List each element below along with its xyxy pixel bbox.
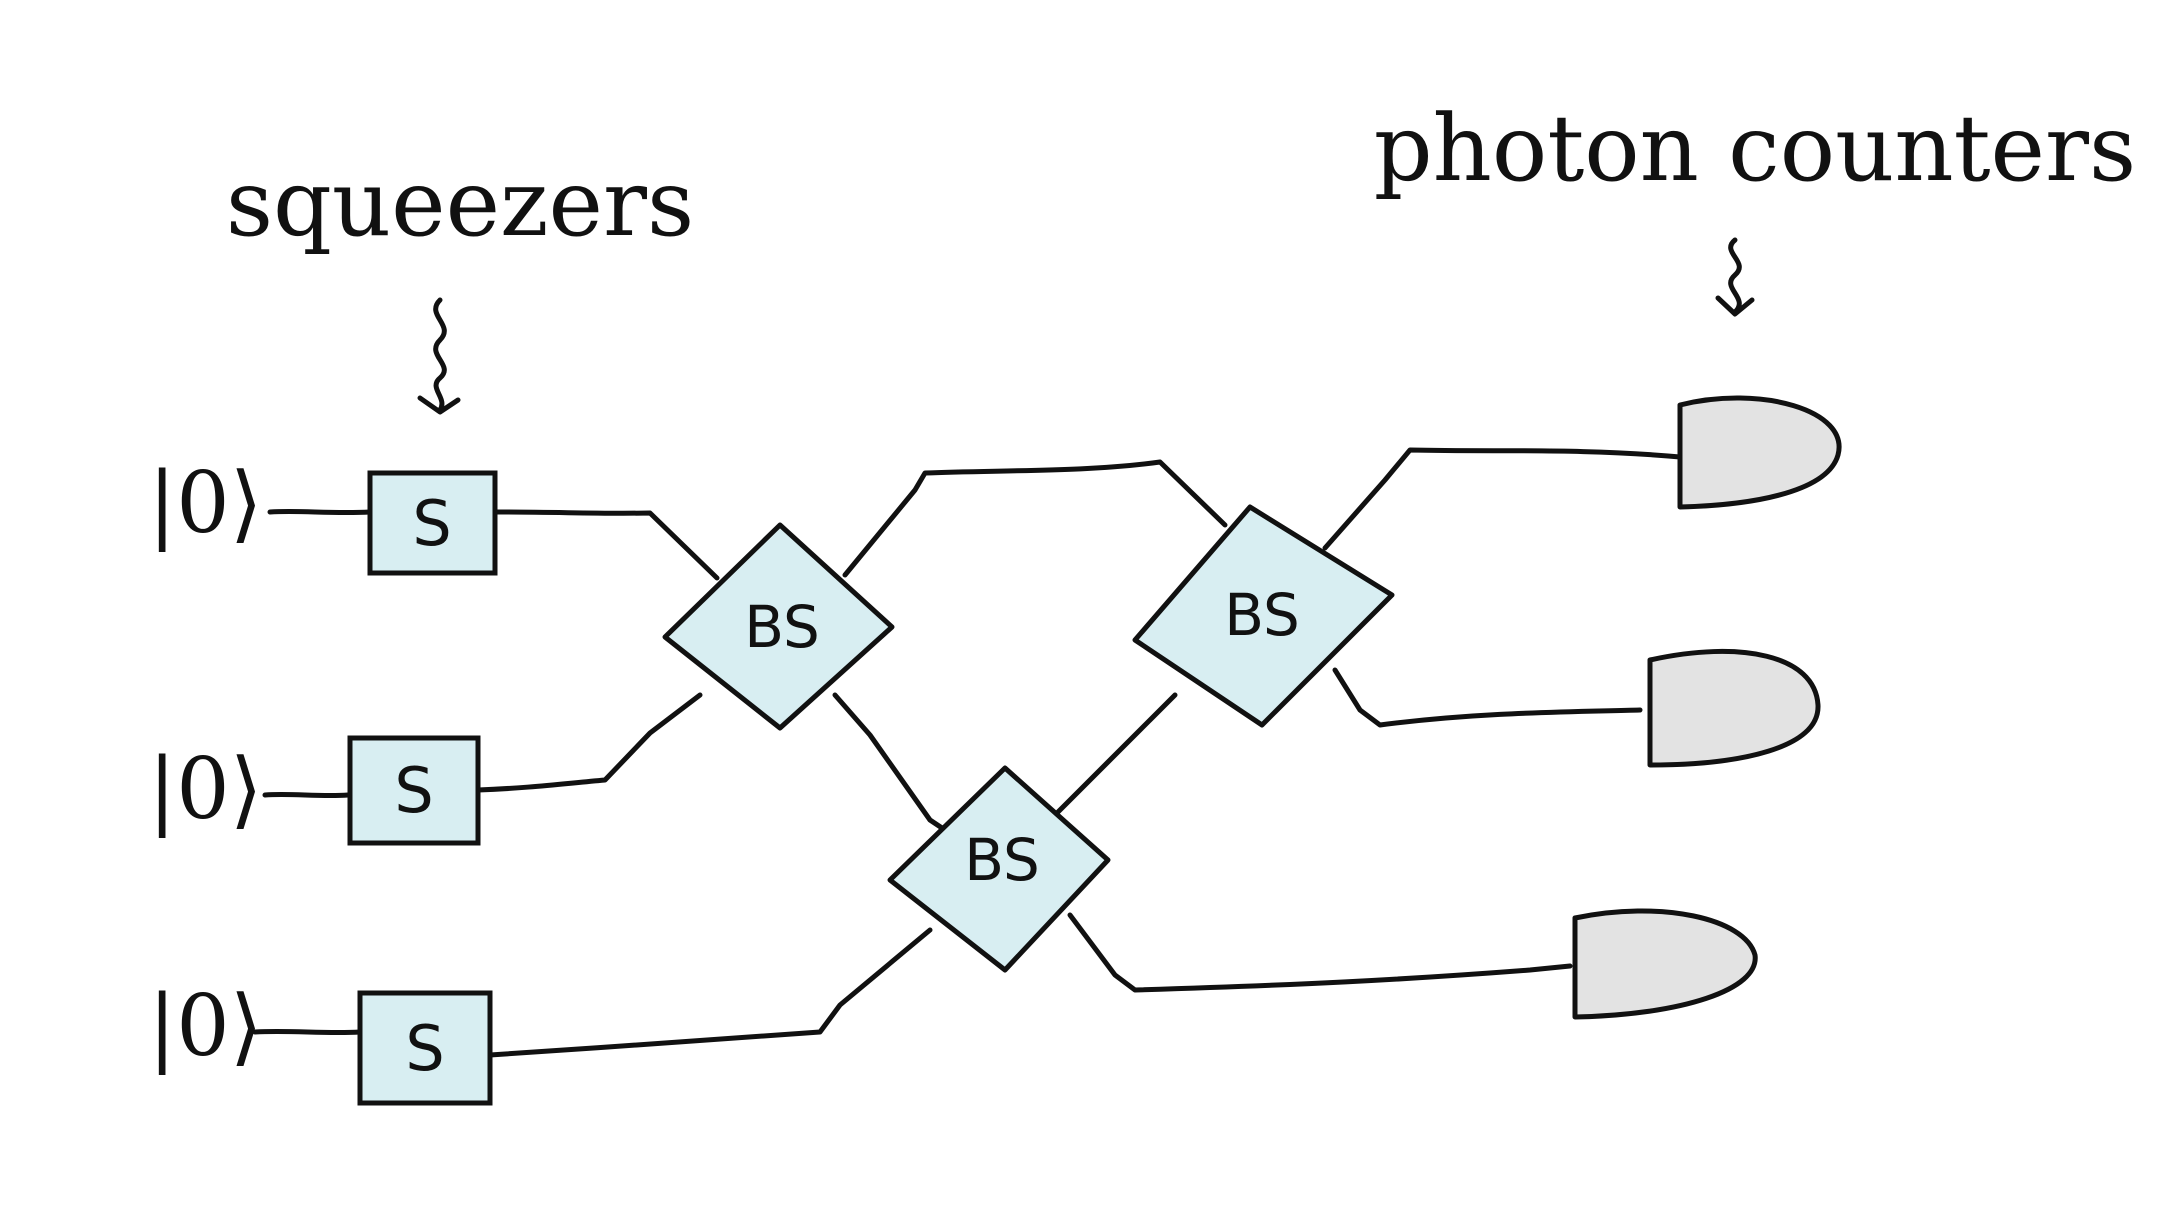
squeezer-2-label: S [394,754,433,827]
wire-bs1-to-bs2 [832,692,948,833]
squeezer-2: S [347,735,481,846]
wire-s2-to-bs1 [475,692,703,793]
beamsplitter-3-label: BS [1224,581,1300,649]
squeezer-1-label: S [412,487,451,560]
squeezer-3-label: S [405,1012,444,1085]
input-wire-3 [252,1028,363,1036]
wire-bs3-to-detector-1 [1322,447,1683,551]
photon-counters-squiggle-arrow [1715,237,1755,317]
input-state-3: |0⟩ [148,977,263,1075]
input-state-2: |0⟩ [148,740,263,838]
squeezer-1: S [367,470,498,576]
photon-counter-3 [1572,908,1758,1020]
wire-s1-to-bs1 [492,509,720,581]
squeezers-heading: squeezers [226,150,694,257]
photon-counter-1 [1677,395,1842,510]
wire-s3-to-bs2 [487,927,933,1058]
photon-counters-heading: photon counters [1374,95,2136,202]
beamsplitter-2-label: BS [964,826,1040,894]
photon-counter-2 [1647,648,1821,768]
squeezers-squiggle-arrow [417,297,461,415]
beamsplitter-1-label: BS [744,593,820,661]
wire-bs2-to-detector-3 [1067,912,1573,993]
wire-bs3-to-detector-2 [1332,667,1643,728]
squeezer-3: S [357,990,493,1106]
input-state-1: |0⟩ [148,454,263,552]
beamsplitter-1: BS [662,522,895,731]
input-wire-2 [262,791,351,799]
wire-bs1-to-bs3 [842,459,1228,578]
wire-bs2-to-bs3 [1052,692,1178,818]
beamsplitter-3: BS [1132,504,1395,728]
beamsplitter-2: BS [887,765,1111,973]
input-wire-1 [267,508,373,516]
